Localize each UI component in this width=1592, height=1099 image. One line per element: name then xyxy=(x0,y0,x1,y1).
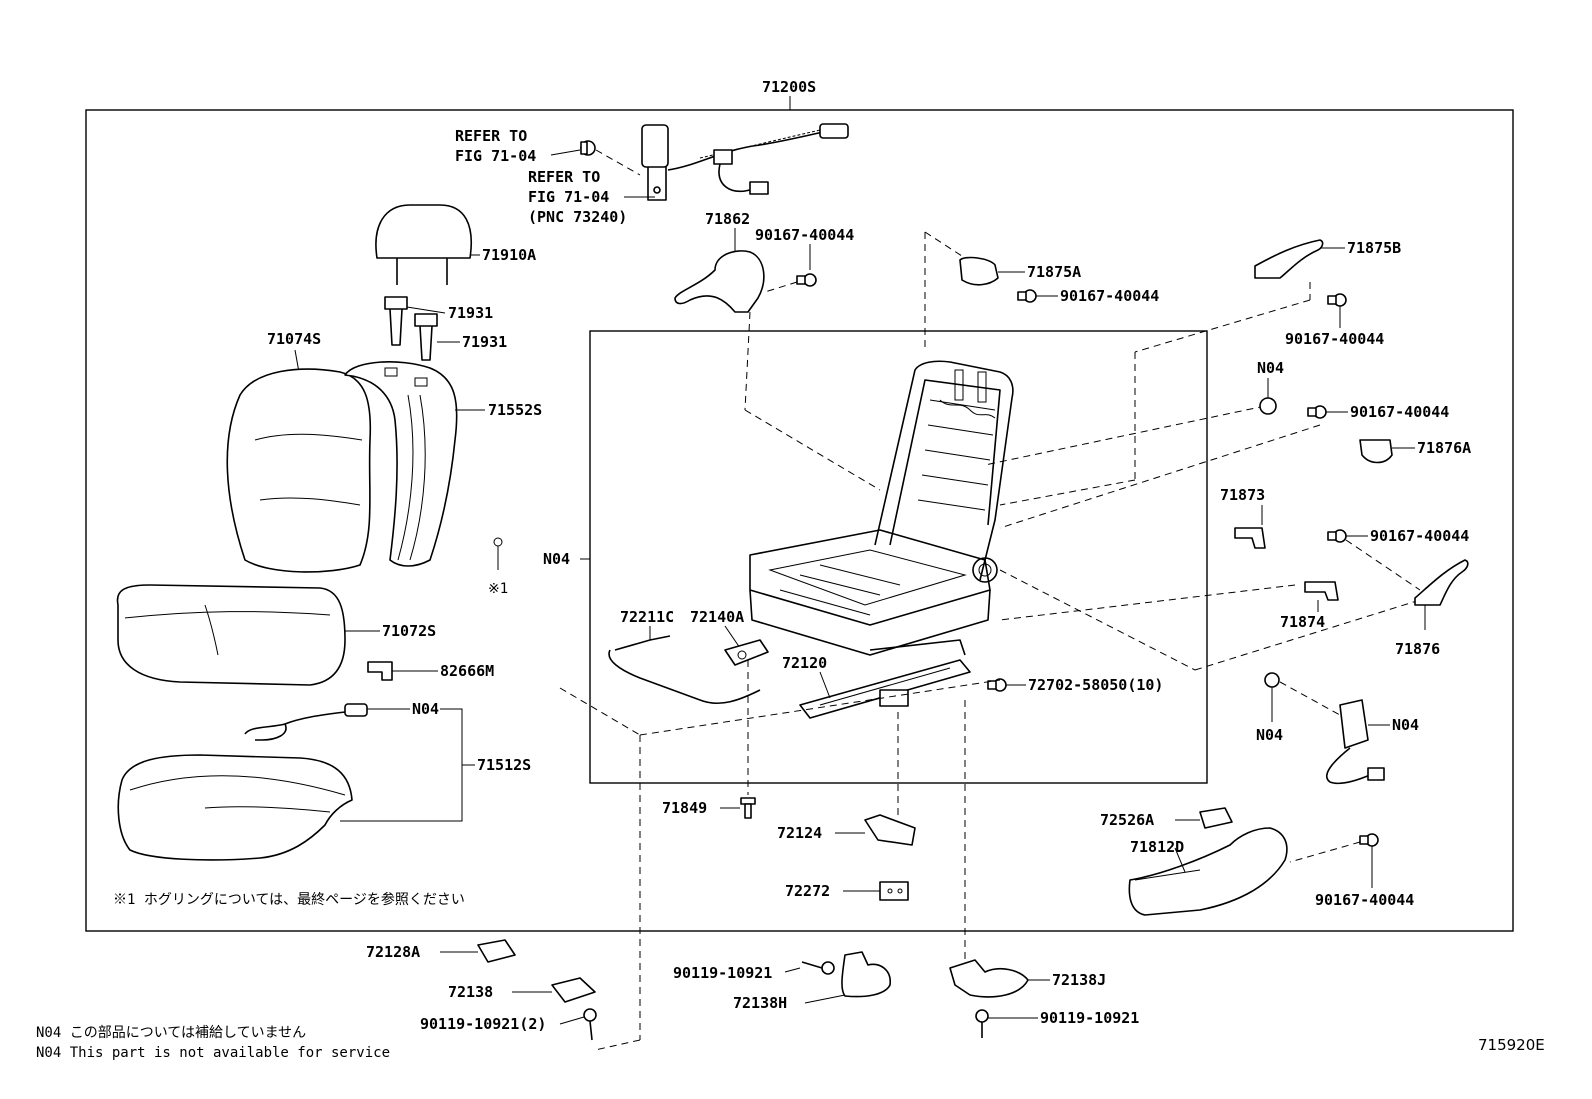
label-N04-buckle[interactable]: N04 xyxy=(1392,716,1419,734)
bracket-icon xyxy=(724,639,769,666)
seatback-cover-icon xyxy=(226,368,372,573)
label-71552S[interactable]: 71552S xyxy=(488,401,542,419)
headrest-support-icon xyxy=(384,296,438,361)
clip-icon xyxy=(1264,672,1280,688)
label-90119-b[interactable]: 90119-10921 xyxy=(1040,1009,1139,1027)
label-72140A[interactable]: 72140A xyxy=(690,608,744,626)
diagram-id: 715920E xyxy=(1478,1036,1545,1054)
cover-72138H-icon xyxy=(841,951,891,998)
bolt-icon xyxy=(975,1009,989,1038)
refer-note-2-line1: REFER TO xyxy=(528,168,600,186)
label-71873[interactable]: 71873 xyxy=(1220,486,1265,504)
heater-cable-icon xyxy=(244,703,368,741)
label-72128A[interactable]: 72128A xyxy=(366,943,420,961)
cover-71875A-icon xyxy=(959,256,999,286)
label-72120[interactable]: 72120 xyxy=(782,654,827,672)
bracket-71873-icon xyxy=(1234,527,1266,549)
label-71072S[interactable]: 71072S xyxy=(382,622,436,640)
clip-72272-icon xyxy=(879,881,909,901)
cover-72128A-icon xyxy=(477,939,516,963)
footer-note-en: N04 This part is not available for servi… xyxy=(36,1045,390,1061)
cover-71876A-icon xyxy=(1359,439,1393,464)
hog-ring-symbol: ※1 xyxy=(488,581,508,597)
screw-icon xyxy=(1017,289,1037,303)
label-N04-clip[interactable]: N04 xyxy=(1256,726,1283,744)
label-72211C[interactable]: 72211C xyxy=(620,608,674,626)
clip-icon xyxy=(367,661,393,681)
seat-track-icon xyxy=(799,639,971,719)
screw-icon xyxy=(1327,293,1347,307)
label-72526A[interactable]: 72526A xyxy=(1100,811,1154,829)
label-72138J[interactable]: 72138J xyxy=(1052,971,1106,989)
label-90167-f[interactable]: 90167-40044 xyxy=(1315,891,1414,909)
bolt-icon xyxy=(580,140,596,156)
label-71812D[interactable]: 71812D xyxy=(1130,838,1184,856)
seat-cushion-cover-icon xyxy=(116,584,346,686)
label-90119-a[interactable]: 90119-10921 xyxy=(673,964,772,982)
label-N04-cable[interactable]: N04 xyxy=(412,700,439,718)
label-90119-2[interactable]: 90119-10921(2) xyxy=(420,1015,546,1033)
label-71876A[interactable]: 71876A xyxy=(1417,439,1471,457)
refer-note-2-line3: (PNC 73240) xyxy=(528,208,627,226)
label-N04-grommet[interactable]: N04 xyxy=(1257,359,1284,377)
label-71875A[interactable]: 71875A xyxy=(1027,263,1081,281)
bracket-71874-icon xyxy=(1304,581,1339,601)
knob-72526A-icon xyxy=(1199,807,1233,829)
hog-ring-icon xyxy=(493,537,503,570)
label-90167-e[interactable]: 90167-40044 xyxy=(1370,527,1469,545)
cover-72124-icon xyxy=(864,814,916,846)
shield-71812D-icon xyxy=(1128,827,1288,916)
cover-71875B-icon xyxy=(1254,239,1324,279)
label-82666M[interactable]: 82666M xyxy=(440,662,494,680)
label-90167-b[interactable]: 90167-40044 xyxy=(1060,287,1159,305)
refer-note-1-line1: REFER TO xyxy=(455,127,527,145)
hog-ring-note: ※1 ホグリングについては、最終ページを参照ください xyxy=(113,891,465,908)
bolt-icon xyxy=(801,961,835,975)
label-72138[interactable]: 72138 xyxy=(448,983,493,1001)
screw-icon xyxy=(1307,405,1327,419)
label-72124[interactable]: 72124 xyxy=(777,824,822,842)
label-90167-d[interactable]: 90167-40044 xyxy=(1350,403,1449,421)
label-71876[interactable]: 71876 xyxy=(1395,640,1440,658)
label-71512S[interactable]: 71512S xyxy=(477,756,531,774)
label-71910A[interactable]: 71910A xyxy=(482,246,536,264)
label-71931-b[interactable]: 71931 xyxy=(462,333,507,351)
cover-71876-icon xyxy=(1414,559,1469,606)
screw-icon xyxy=(1359,833,1379,847)
headrest-icon xyxy=(375,204,472,285)
recliner-cover-icon xyxy=(674,250,765,313)
refer-note-2-line2: FIG 71-04 xyxy=(528,188,609,206)
seat-frame-icon xyxy=(749,360,1014,656)
bolt-icon xyxy=(583,1008,597,1041)
label-90167-a[interactable]: 90167-40044 xyxy=(755,226,854,244)
cover-72138-icon xyxy=(551,977,596,1003)
frame-group-box xyxy=(589,330,1208,784)
grommet-icon xyxy=(1259,397,1277,415)
label-71074S[interactable]: 71074S xyxy=(267,330,321,348)
screw-icon xyxy=(796,273,817,287)
seatback-pad-icon xyxy=(344,361,458,567)
screw-icon xyxy=(1327,529,1347,543)
pin-icon xyxy=(740,797,756,819)
label-71874[interactable]: 71874 xyxy=(1280,613,1325,631)
refer-note-1-line2: FIG 71-04 xyxy=(455,147,536,165)
label-71931-a[interactable]: 71931 xyxy=(448,304,493,322)
seat-cushion-pad-icon xyxy=(117,754,353,861)
label-90167-c[interactable]: 90167-40044 xyxy=(1285,330,1384,348)
label-N04-frame[interactable]: N04 xyxy=(543,550,570,568)
assembly-label[interactable]: 71200S xyxy=(762,78,816,96)
footer-note-jp: N04 この部品については補給していません xyxy=(36,1025,306,1041)
label-72702[interactable]: 72702-58050(10) xyxy=(1028,676,1163,694)
assembly-frame xyxy=(85,109,1514,932)
label-72272[interactable]: 72272 xyxy=(785,882,830,900)
label-71862[interactable]: 71862 xyxy=(705,210,750,228)
label-72138H[interactable]: 72138H xyxy=(733,994,787,1012)
label-71849[interactable]: 71849 xyxy=(662,799,707,817)
seatbelt-buckle-right-icon xyxy=(1326,699,1385,785)
seatbelt-buckle-icon xyxy=(641,123,849,201)
cover-72138J-icon xyxy=(949,959,1029,998)
label-71875B[interactable]: 71875B xyxy=(1347,239,1401,257)
